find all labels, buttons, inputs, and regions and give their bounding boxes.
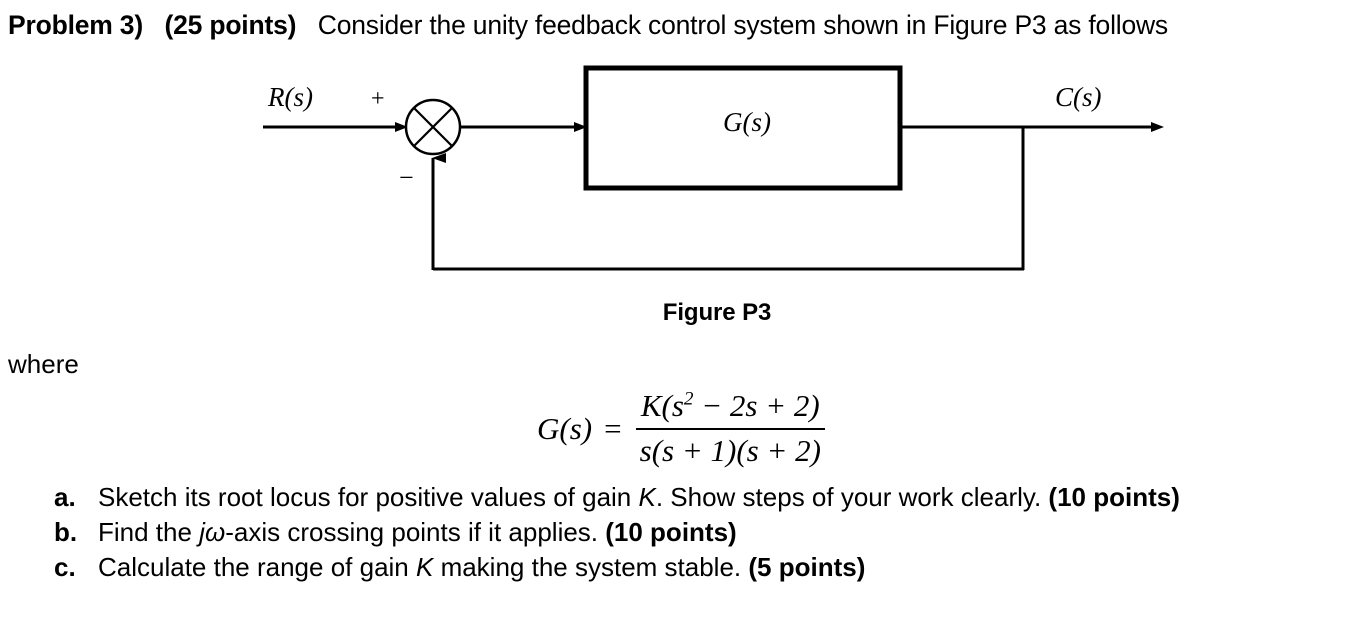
question-marker-a: a. [54, 482, 76, 512]
question-text-c: Calculate the range of gain K making the… [98, 550, 865, 584]
problem-points: (25 points) [164, 10, 297, 40]
problem-header: Problem 3) (25 points) Consider the unit… [8, 8, 1354, 42]
summing-plus-sign: + [371, 86, 385, 112]
question-b-italic: jω [199, 517, 226, 547]
question-a-pre: Sketch its root locus for positive value… [98, 482, 639, 512]
question-b-points: (10 points) [605, 517, 737, 547]
question-b-pre: Find the [98, 517, 200, 547]
question-text-a: Sketch its root locus for positive value… [98, 480, 1180, 514]
input-label-rs: R(s) [268, 82, 313, 112]
question-b-mid: -axis crossing points if it applies. [225, 517, 606, 547]
question-marker-c: c. [54, 552, 76, 582]
question-c-mid: making the system stable. [433, 552, 749, 582]
numerator-pre: K(s [640, 388, 684, 423]
equation-equals-sign: = [604, 410, 622, 446]
question-c-points: (5 points) [748, 552, 866, 582]
question-item-c: c. Calculate the range of gain K making … [8, 550, 1358, 584]
equation-numerator: K(s2 − 2s + 2) [637, 388, 824, 428]
block-diagram-svg [263, 65, 1164, 271]
equation-lhs: G(s) [537, 410, 593, 446]
figure-caption-text: Figure P3 [662, 299, 772, 326]
question-list: a. Sketch its root locus for positive va… [8, 480, 1358, 585]
block-label-gs: G(s) [723, 107, 771, 137]
question-c-pre: Calculate the range of gain [98, 552, 416, 582]
transfer-function-equation: G(s) = K(s2 − 2s + 2) s(s + 1)(s + 2) [0, 388, 1362, 470]
numerator-exponent: 2 [683, 388, 694, 410]
block-diagram-figure: R(s) G(s) C(s) + − [0, 46, 1362, 296]
question-item-b: b. Find the jω-axis crossing points if i… [8, 515, 1358, 549]
problem-statement: Consider the unity feedback control syst… [317, 10, 1168, 40]
question-a-mid: . Show steps of your work clearly. [655, 482, 1049, 512]
question-a-italic: K [638, 482, 656, 512]
problem-label: Problem 3) [8, 10, 143, 40]
question-text-b: Find the jω-axis crossing points if it a… [98, 515, 737, 549]
figure-caption: Figure P3 [0, 299, 1362, 327]
question-c-italic: K [416, 552, 434, 582]
summing-minus-sign: − [399, 163, 414, 192]
equation-denominator: s(s + 1)(s + 2) [639, 433, 821, 469]
question-a-points: (10 points) [1048, 482, 1180, 512]
summing-junction-cross-2 [413, 107, 453, 147]
equation-fraction-bar [635, 427, 825, 431]
question-item-a: a. Sketch its root locus for positive va… [8, 480, 1358, 514]
equation-fraction: K(s2 − 2s + 2) s(s + 1)(s + 2) [635, 388, 825, 470]
question-marker-b: b. [54, 517, 78, 547]
numerator-post: − 2s + 2) [693, 388, 820, 423]
plant-block-gs [583, 65, 903, 191]
output-label-cs: C(s) [1055, 82, 1102, 112]
where-label: where [8, 349, 79, 379]
